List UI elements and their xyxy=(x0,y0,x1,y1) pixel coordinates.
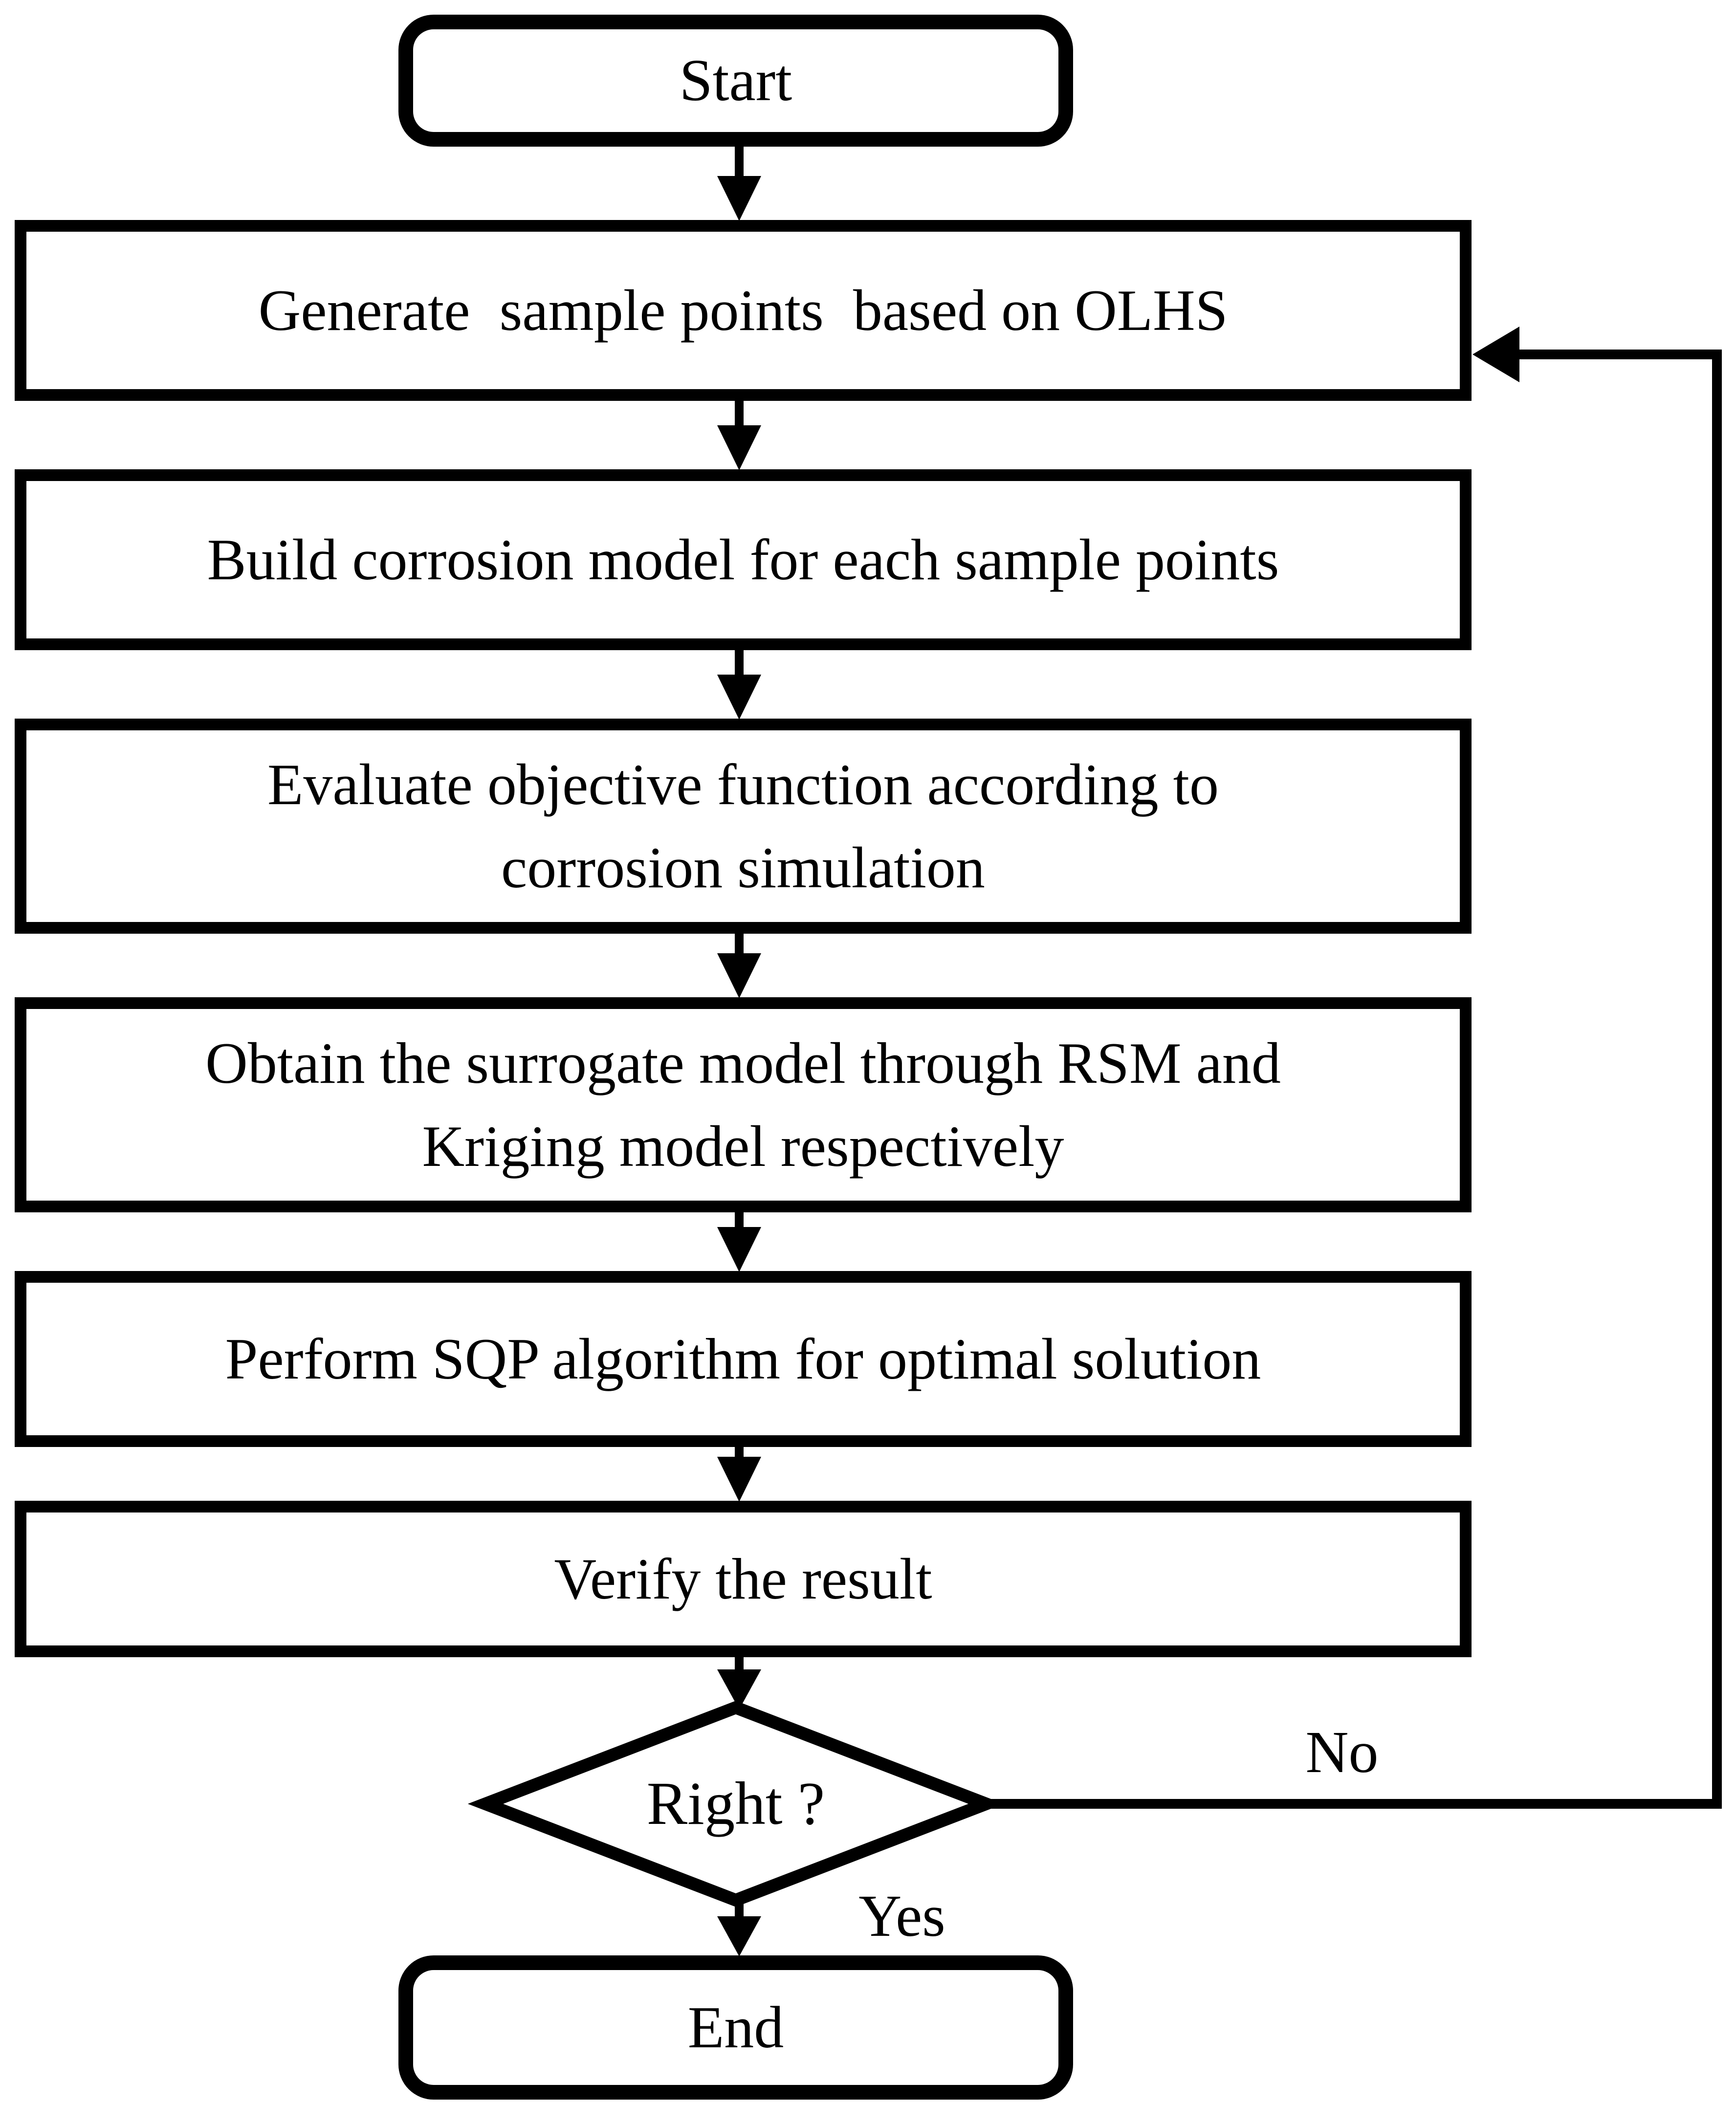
node-perform-sqp-algorithm: Perform SQP algorithm for optimal soluti… xyxy=(15,1271,1472,1447)
decision-label: Right ? xyxy=(646,1770,825,1838)
no-feedback-connector xyxy=(983,327,1722,1809)
arrow-perform-to-verify xyxy=(717,1445,761,1502)
arrow-decision-to-end xyxy=(717,1898,761,1956)
node-evaluate-objective-function: Evaluate objective function according to… xyxy=(15,719,1472,934)
decision-diamond xyxy=(467,1701,1004,1907)
arrow-start-to-generate xyxy=(717,144,761,221)
edge-label-no: No xyxy=(1305,1719,1379,1785)
node-generate-sample-points: Generate sample points based on OLHS xyxy=(15,220,1472,401)
node-build-corrosion-model: Build corrosion model for each sample po… xyxy=(15,469,1472,650)
node-start: Start xyxy=(398,15,1073,147)
no-feedback-arrowhead xyxy=(1472,327,1519,382)
arrow-verify-to-decision xyxy=(717,1655,761,1710)
node-verify-result: Verify the result xyxy=(15,1501,1472,1657)
arrow-evaluate-to-obtain xyxy=(717,931,761,998)
node-end: End xyxy=(398,1955,1073,2100)
node-obtain-surrogate-model: Obtain the surrogate model through RSM a… xyxy=(15,997,1472,1212)
arrow-build-to-evaluate xyxy=(717,648,761,720)
arrow-obtain-to-perform xyxy=(717,1210,761,1272)
arrow-generate-to-build xyxy=(717,398,761,470)
edge-label-yes: Yes xyxy=(858,1883,945,1949)
